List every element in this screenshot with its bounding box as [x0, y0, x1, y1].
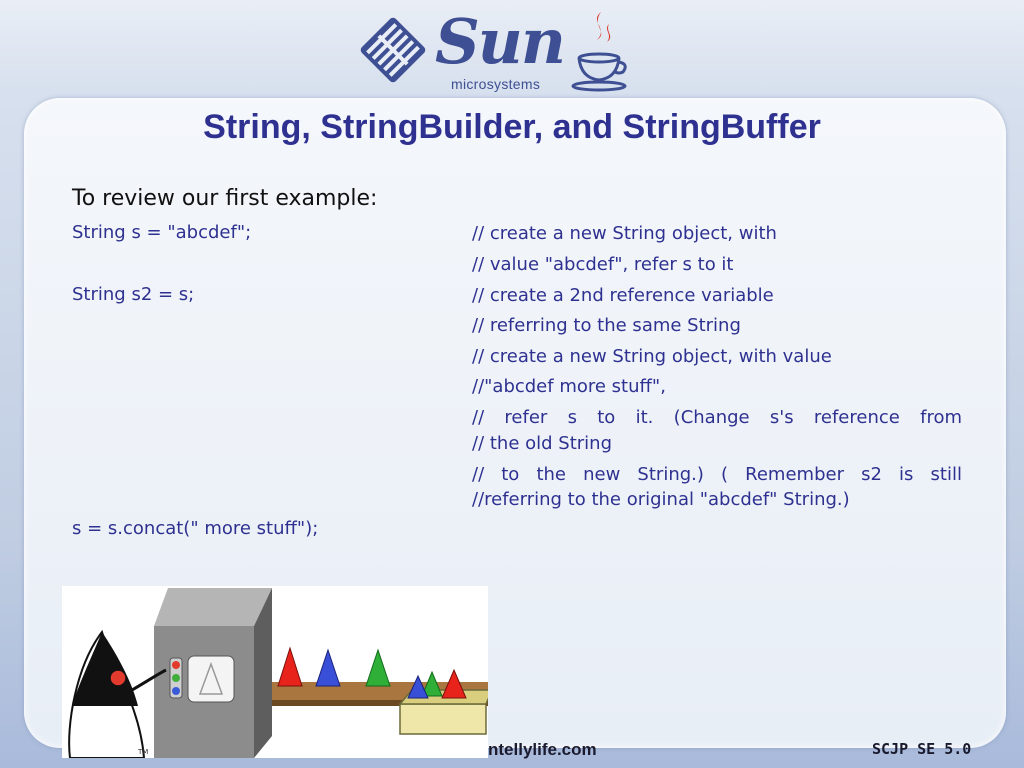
- svg-text:TM: TM: [137, 748, 148, 756]
- duke-machine-illustration: TM: [62, 586, 488, 758]
- brand-subtitle: microsystems: [451, 76, 541, 92]
- code-line: s = s.concat(" more stuff");: [72, 518, 319, 539]
- code-comment: // value "abcdef", refer s to it: [472, 254, 734, 275]
- intro-text: To review our first example:: [72, 186, 378, 211]
- footer-url: ntellylife.com: [488, 740, 597, 759]
- code-comment: // create a 2nd reference variable: [472, 285, 774, 306]
- code-comment: // create a new String object, with valu…: [472, 346, 832, 367]
- header-logo: Sun microsystems: [355, 6, 645, 96]
- sun-logo-icon: [360, 17, 426, 83]
- java-cup-icon: [571, 12, 627, 92]
- code-line: String s = "abcdef";: [72, 222, 252, 243]
- code-comment: // to the new String.) ( Remember s2 is …: [472, 464, 962, 485]
- brand-word: Sun: [435, 5, 566, 78]
- footer-version: SCJP SE 5.0: [872, 740, 972, 758]
- code-comment: // refer s to it. (Change s's reference …: [472, 407, 962, 428]
- code-comment: //referring to the original "abcdef" Str…: [472, 489, 850, 510]
- code-comment: // referring to the same String: [472, 315, 741, 336]
- code-comment: // create a new String object, with: [472, 223, 777, 244]
- slide-title: String, StringBuilder, and StringBuffer: [203, 108, 821, 146]
- code-comment: //"abcdef more stuff",: [472, 376, 666, 397]
- code-comment: // the old String: [472, 433, 612, 454]
- code-line: String s2 = s;: [72, 284, 195, 305]
